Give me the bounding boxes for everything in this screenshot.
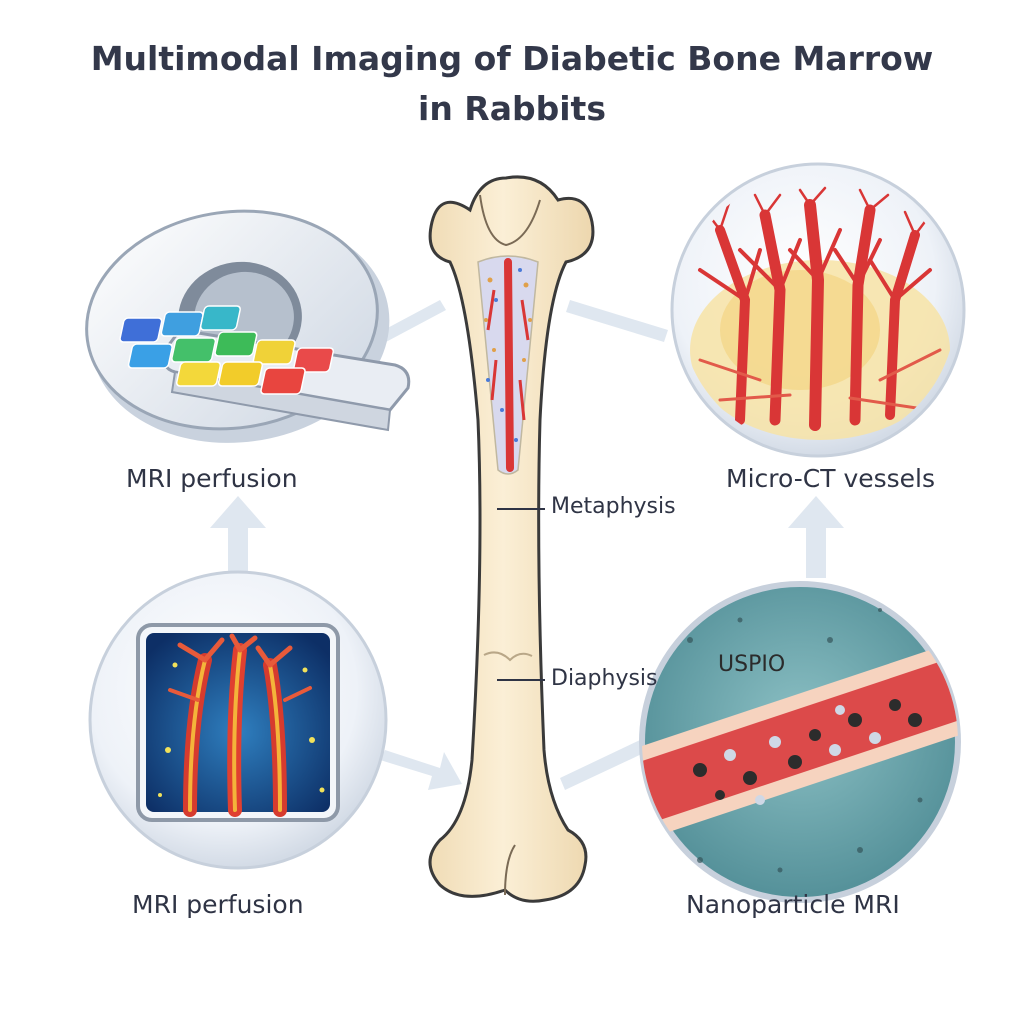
nanoparticle-orb bbox=[639, 581, 961, 903]
diagram-title: Multimodal Imaging of Diabetic Bone Marr… bbox=[40, 34, 984, 134]
uspio-particles bbox=[693, 699, 922, 805]
central-vessel bbox=[504, 258, 514, 472]
label-mri-perfusion-top: MRI perfusion bbox=[126, 464, 298, 493]
femur-bone-illustration bbox=[428, 175, 595, 903]
line-bone-to-nanoparticle bbox=[560, 740, 646, 790]
title-line-1: Multimodal Imaging of Diabetic Bone Marr… bbox=[90, 39, 934, 78]
title-line-2: in Rabbits bbox=[418, 89, 606, 128]
label-micro-ct-vessels: Micro-CT vessels bbox=[726, 464, 936, 493]
label-diaphysis: Diaphysis bbox=[551, 666, 658, 691]
mri-perfusion-orb bbox=[88, 570, 388, 870]
arrow-up-right bbox=[788, 496, 844, 578]
arrow-up-left bbox=[210, 496, 266, 578]
label-nanoparticle-mri: Nanoparticle MRI bbox=[686, 890, 900, 919]
label-uspio: USPIO bbox=[718, 652, 786, 677]
label-mri-perfusion-bottom: MRI perfusion bbox=[132, 890, 304, 919]
mri-scanner-icon bbox=[85, 209, 411, 443]
micro-ct-vessels-orb bbox=[670, 162, 966, 458]
line-bone-to-ct bbox=[566, 300, 668, 342]
arrow-to-bone bbox=[380, 750, 462, 790]
label-metaphysis: Metaphysis bbox=[551, 494, 676, 519]
